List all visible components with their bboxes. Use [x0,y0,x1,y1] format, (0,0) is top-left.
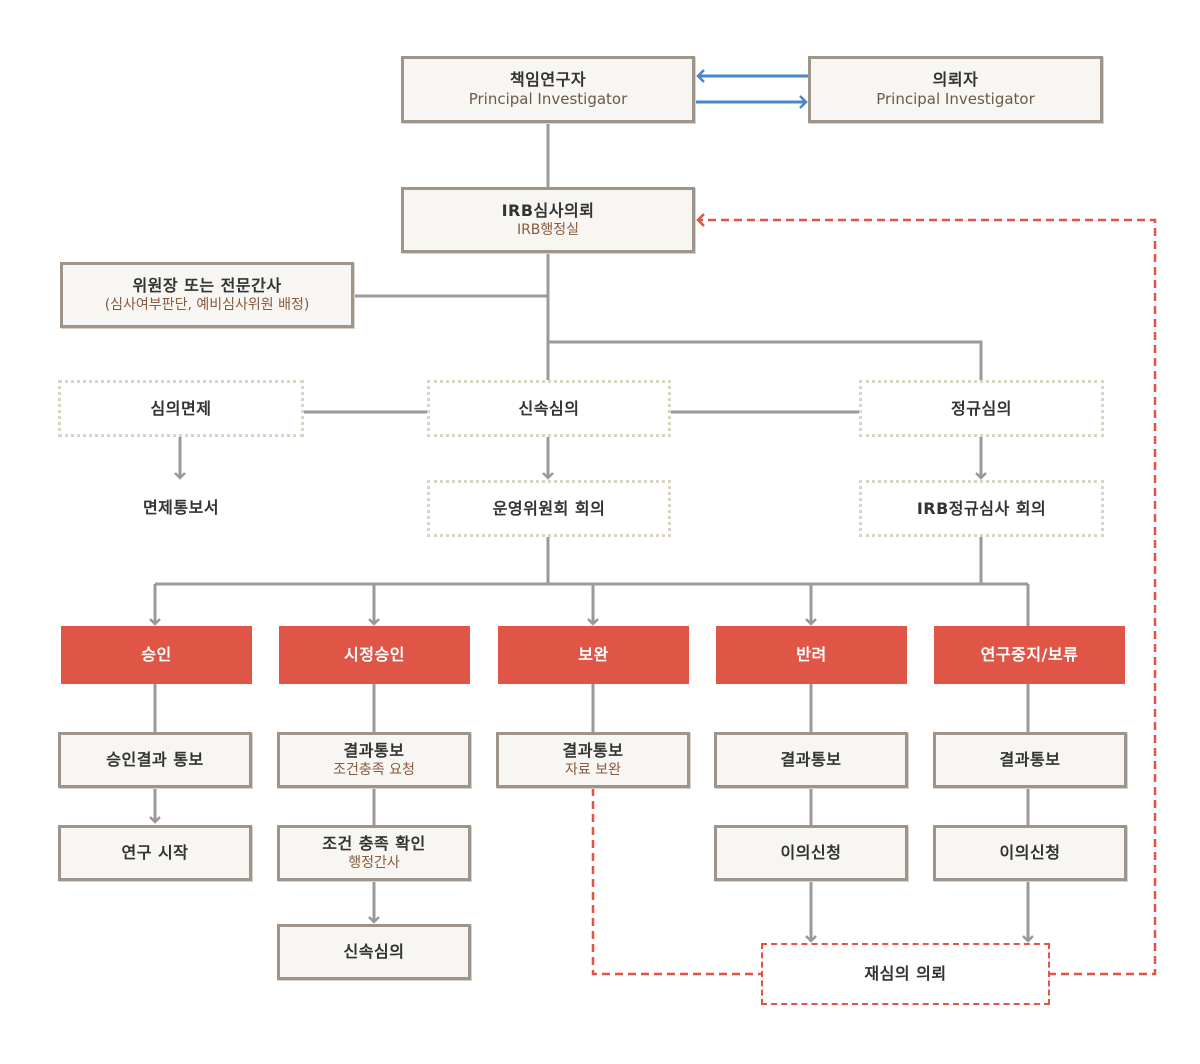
node-title: IRB심사의뢰 [501,200,595,220]
node-subtitle: 조건충족 요청 [333,761,415,778]
node-subtitle: IRB행정실 [516,221,580,238]
node-title: 결과통보 [343,740,405,760]
node-title: 결과통보 [780,750,842,769]
node-title: 조건 충족 확인 [322,833,426,853]
node-title: 이의신청 [780,843,842,862]
node-title: 결과통보 [999,750,1061,769]
node-title: 반려 [796,645,827,664]
irb-request-box: IRB심사의뢰 IRB행정실 [401,187,695,253]
node-title: 연구 시작 [121,843,189,862]
irb-regular-meeting-box: IRB정규심사 회의 [859,480,1104,537]
node-title: 신속심의 [343,942,405,961]
node-subtitle: Principal Investigator [468,90,628,108]
node-subtitle: 자료 보완 [565,761,621,778]
node-title: 면제통보서 [142,498,220,517]
node-title: 연구중지/보류 [980,645,1079,664]
node-title: 신속심의 [518,398,580,418]
conditional-notice-box: 결과통보 조건충족 요청 [277,732,471,788]
condition-check-box: 조건 충족 확인 행정간사 [277,825,471,881]
node-title: IRB정규심사 회의 [916,498,1047,518]
node-title: 승인 [141,645,172,664]
suspend-appeal-box: 이의신청 [933,825,1127,881]
decision-supplement: 보완 [498,626,689,684]
node-title: 정규심의 [951,398,1012,418]
reject-appeal-box: 이의신청 [714,825,908,881]
study-start-box: 연구 시작 [58,825,252,881]
expedited-review-box: 신속심의 [427,380,671,437]
node-title: 이의신청 [999,843,1061,862]
node-subtitle: (심사여부판단, 예비심사위원 배정) [104,296,310,313]
reject-notice-box: 결과통보 [714,732,908,788]
supplement-notice-box: 결과통보 자료 보완 [496,732,690,788]
node-title: 위원장 또는 전문간사 [132,275,282,295]
regular-review-box: 정규심의 [859,380,1104,437]
node-title: 운영위원회 회의 [492,498,606,518]
chair-box: 위원장 또는 전문간사 (심사여부판단, 예비심사위원 배정) [60,262,354,328]
approve-notice-box: 승인결과 통보 [58,732,252,788]
node-title: 의뢰자 [932,70,979,89]
decision-approve: 승인 [61,626,252,684]
rereview-request-box: 재심의 의뢰 [761,943,1050,1005]
suspend-notice-box: 결과통보 [933,732,1127,788]
node-title: 심의면제 [150,398,212,418]
exempt-notice-label: 면제통보서 [58,488,304,528]
sponsor-box: 의뢰자 Principal Investigator [808,56,1103,123]
decision-conditional-approve: 시정승인 [279,626,470,684]
node-title: 보완 [578,645,609,664]
node-title: 승인결과 통보 [106,750,204,769]
node-title: 결과통보 [562,740,624,760]
decision-suspend: 연구중지/보류 [934,626,1125,684]
node-title: 재심의 의뢰 [864,964,947,983]
decision-reject: 반려 [716,626,907,684]
node-subtitle: Principal Investigator [876,90,1035,108]
node-title: 시정승인 [344,645,405,664]
operating-committee-meeting-box: 운영위원회 회의 [427,480,671,537]
principal-investigator-box: 책임연구자 Principal Investigator [401,56,695,123]
exempt-review-box: 심의면제 [58,380,304,437]
node-title: 책임연구자 [509,70,587,89]
conditional-expedited-box: 신속심의 [277,924,471,980]
node-subtitle: 행정간사 [348,854,400,871]
